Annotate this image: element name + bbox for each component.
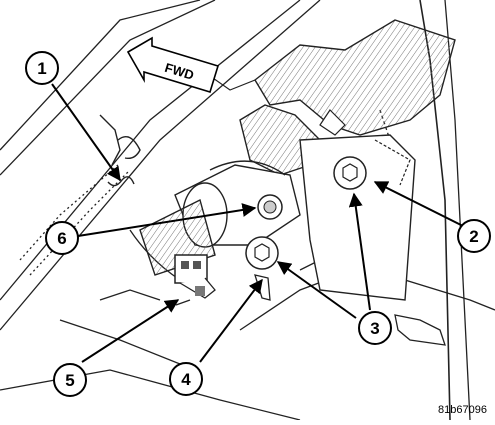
shaft-housing: [139, 160, 301, 276]
callout-1-number: 1: [37, 59, 46, 78]
figure-id: 81b67096: [438, 404, 487, 416]
callout-3-number: 3: [370, 319, 379, 338]
retaining-nut: [257, 194, 283, 220]
callout-2-number: 2: [469, 227, 478, 246]
callout-4: 4: [169, 362, 203, 396]
leader-lines: [51, 83, 464, 363]
callout-2: 2: [457, 219, 491, 253]
callout-1: 1: [25, 51, 59, 85]
callout-3: 3: [358, 311, 392, 345]
forward-direction-arrow: FWD: [126, 36, 220, 93]
electrical-connector: [174, 254, 216, 306]
callout-6: 6: [45, 221, 79, 255]
mounting-bolt-upper: [333, 156, 367, 190]
upper-mount-assembly: [179, 19, 456, 176]
mounting-bolt-lower: [245, 236, 279, 270]
callout-4-number: 4: [181, 370, 191, 389]
wire-harness: [99, 114, 141, 187]
callout-5-number: 5: [65, 371, 74, 390]
callout-6-number: 6: [57, 229, 66, 248]
callout-5: 5: [53, 363, 87, 397]
